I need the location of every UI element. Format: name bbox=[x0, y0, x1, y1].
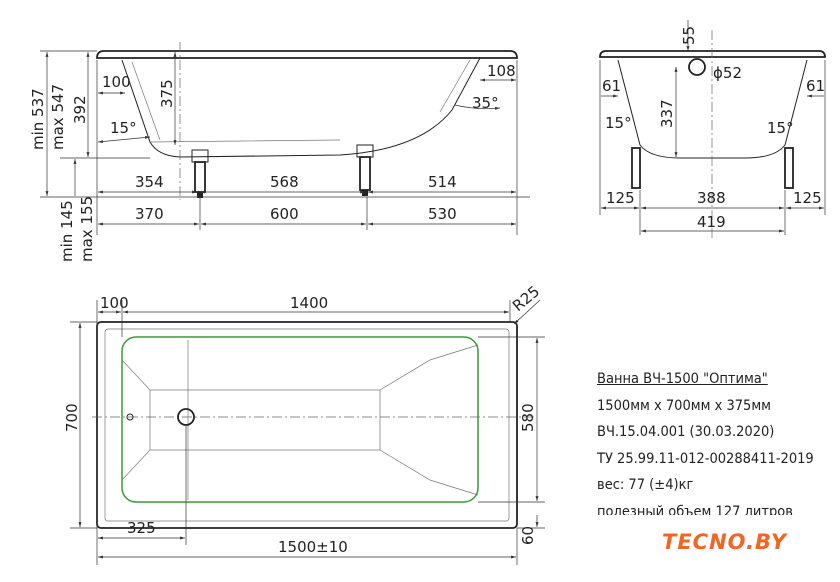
dim-700: 700 bbox=[63, 403, 81, 432]
dim-60: 60 bbox=[519, 526, 537, 545]
tecno-logo: TECNO.BY bbox=[662, 530, 788, 554]
drain-hole-icon bbox=[688, 58, 706, 76]
dim-514: 514 bbox=[428, 173, 457, 191]
dim-580: 580 bbox=[519, 403, 537, 432]
dim-125-left: 125 bbox=[606, 189, 635, 207]
dim-61-left: 61 bbox=[602, 77, 621, 95]
dim-375: 375 bbox=[158, 79, 176, 108]
product-standard: ТУ 25.99.11-012-00288411-2019 bbox=[597, 450, 814, 467]
dim-min-537: min 537 bbox=[29, 88, 47, 150]
dim-61-right: 61 bbox=[806, 77, 825, 95]
dim-100-plan: 100 bbox=[100, 294, 129, 312]
dim-100: 100 bbox=[102, 73, 131, 91]
overflow-icon bbox=[126, 413, 134, 421]
dim-125-right: 125 bbox=[793, 189, 822, 207]
dim-1400: 1400 bbox=[290, 294, 328, 312]
dim-337: 337 bbox=[658, 99, 676, 128]
dim-530: 530 bbox=[428, 205, 457, 223]
product-weight: вес: 77 (±4)кг bbox=[597, 477, 694, 493]
inner-outline bbox=[121, 336, 479, 503]
product-size: 1500мм x 700мм x 375мм bbox=[597, 397, 772, 414]
dim-419: 419 bbox=[697, 213, 726, 231]
leg-right-icon bbox=[784, 147, 794, 189]
dim-r25: R25 bbox=[509, 282, 543, 315]
side-view: 100 108 35° 15° 375 392 min 537 max 547 … bbox=[29, 42, 530, 262]
angle-15-left: 15° bbox=[605, 114, 632, 132]
product-title: Ванна ВЧ-1500 "Оптима" bbox=[597, 371, 768, 387]
leg-right-icon bbox=[356, 144, 374, 196]
leg-left-icon bbox=[631, 147, 641, 189]
dim-354: 354 bbox=[135, 173, 164, 191]
dim-325: 325 bbox=[127, 519, 156, 537]
dim-1500: 1500±10 bbox=[278, 538, 348, 556]
dim-max-547: max 547 bbox=[49, 84, 67, 150]
product-code: ВЧ.15.04.001 (30.03.2020) bbox=[597, 424, 775, 440]
dim-392: 392 bbox=[71, 95, 89, 124]
end-view: 55 ϕ52 61 61 337 15° 15° 125 388 125 419 bbox=[599, 20, 826, 240]
spec-block: Ванна ВЧ-1500 "Оптима" 1500мм x 700мм x … bbox=[597, 366, 814, 515]
dim-600: 600 bbox=[270, 205, 299, 223]
angle-15: 15° bbox=[110, 119, 137, 137]
dim-370: 370 bbox=[135, 205, 164, 223]
angle-15-right: 15° bbox=[767, 119, 794, 137]
dim-phi52: ϕ52 bbox=[713, 64, 742, 82]
dim-568: 568 bbox=[270, 173, 299, 191]
dim-max-155: max 155 bbox=[78, 196, 96, 262]
dim-388: 388 bbox=[697, 189, 726, 207]
dim-108: 108 bbox=[487, 62, 516, 80]
plan-view: 100 1400 R25 700 580 60 325 1500±10 bbox=[63, 282, 545, 565]
dim-55: 55 bbox=[680, 26, 698, 45]
product-volume: полезный объем 127 литров bbox=[597, 503, 793, 515]
angle-35: 35° bbox=[472, 94, 499, 112]
dim-min-145: min 145 bbox=[58, 200, 76, 262]
